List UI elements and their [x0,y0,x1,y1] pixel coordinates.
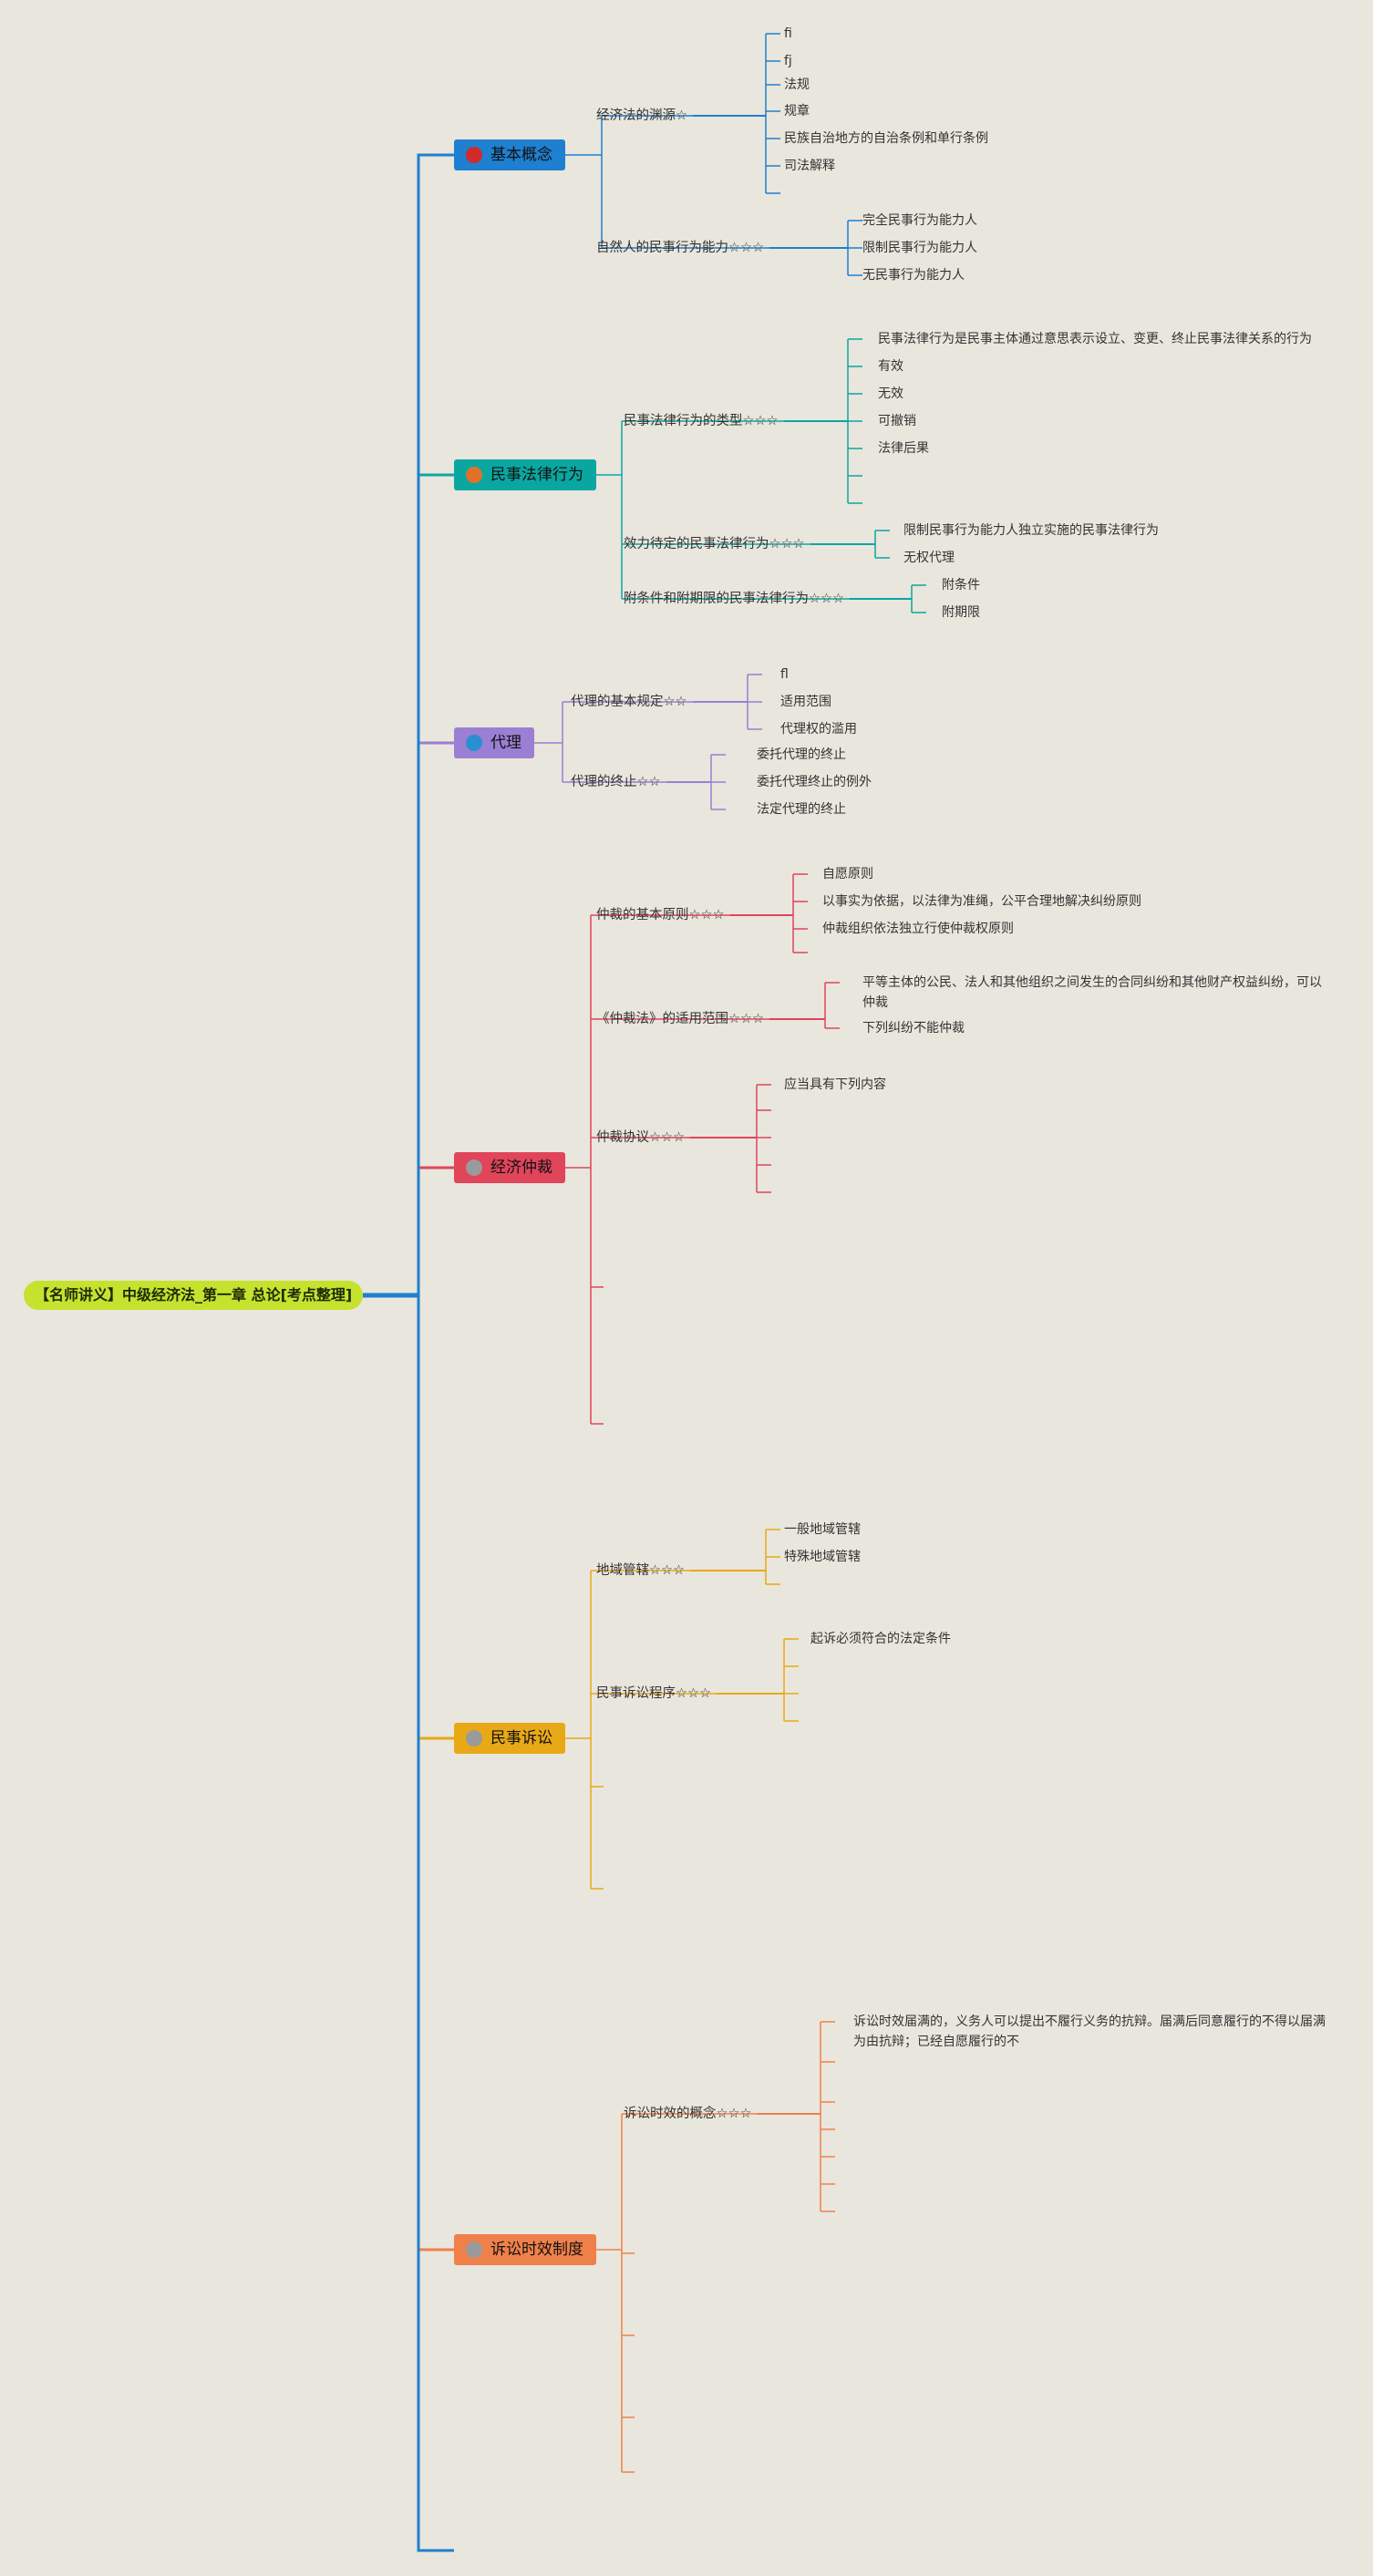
leaf-topic[interactable]: 应当具有下列内容 [784,1077,886,1092]
leaf-topic[interactable]: fi [784,26,792,41]
leaf-topic[interactable]: fj [784,54,792,68]
category-topic[interactable]: 民事诉讼 [454,1723,565,1754]
leaf-topic[interactable]: 无民事行为能力人 [862,268,965,283]
leaf-topic[interactable]: 特殊地域管辖 [784,1550,861,1564]
leaf-topic[interactable]: 民事法律行为是民事主体通过意思表示设立、变更、终止民事法律关系的行为 [878,332,1312,346]
category-connector [417,1295,454,1740]
leaf-topic[interactable]: 司法解释 [784,159,835,173]
leaf-topic[interactable]: 可撤销 [878,414,916,428]
subtopic[interactable]: 诉讼时效的概念☆☆☆ [624,2107,752,2121]
subtopic[interactable]: 自然人的民事行为能力☆☆☆ [596,241,764,255]
subtopic[interactable]: 代理的终止☆☆ [571,775,661,789]
leaf-topic[interactable]: 仲裁组织依法独立行使仲裁权原则 [822,922,1014,936]
subtopic[interactable]: 《仲裁法》的适用范围☆☆☆ [596,1012,764,1026]
subtopic[interactable]: 效力待定的民事法律行为☆☆☆ [624,537,805,551]
leaf-topic[interactable]: 附期限 [942,605,980,620]
category-label: 经济仲裁 [490,1159,552,1177]
category-connector [417,473,454,1295]
leaf-topic[interactable]: 法规 [784,77,810,92]
priority-4-icon [466,1159,482,1176]
leaf-topic[interactable]: 委托代理的终止 [757,747,846,762]
root-topic-label: 【名师讲义】中级经济法_第一章 总论[考点整理] [35,1286,353,1303]
leaf-topic[interactable]: 代理权的滥用 [780,722,857,737]
priority-1-icon [466,147,482,163]
leaf-topic[interactable]: 适用范围 [780,695,831,709]
subtopic[interactable]: 代理的基本规定☆☆ [571,695,687,709]
category-label: 民事法律行为 [490,466,583,484]
leaf-topic[interactable]: 规章 [784,104,810,118]
leaf-topic[interactable]: 附条件 [942,578,980,592]
category-topic[interactable]: 民事法律行为 [454,459,596,490]
category-connector [417,741,454,1295]
leaf-topic[interactable]: 无权代理 [903,551,955,565]
category-connector [417,1295,454,2251]
subtopic[interactable]: 仲裁协议☆☆☆ [596,1130,685,1145]
subtopic[interactable]: 民事法律行为的类型☆☆☆ [624,414,779,428]
priority-2-icon [466,467,482,483]
category-topic[interactable]: 基本概念 [454,139,565,170]
leaf-topic[interactable]: 以事实为依据，以法律为准绳，公平合理地解决纠纷原则 [822,894,1141,909]
leaf-topic[interactable]: fl [780,667,789,682]
category-connector [417,153,454,1295]
category-label: 基本概念 [490,146,552,164]
leaf-topic[interactable]: 限制民事行为能力人 [862,241,977,255]
category-label: 诉讼时效制度 [490,2241,583,2259]
leaf-topic[interactable]: 法律后果 [878,441,929,456]
category-label: 代理 [490,734,521,752]
trunk-line [417,155,454,2552]
leaf-topic[interactable]: 限制民事行为能力人独立实施的民事法律行为 [903,523,1159,538]
leaf-topic[interactable]: 起诉必须符合的法定条件 [810,1632,951,1646]
leaf-topic[interactable]: 下列纠纷不能仲裁 [862,1021,965,1036]
leaf-topic[interactable]: 民族自治地方的自治条例和单行条例 [784,131,988,146]
leaf-topic[interactable]: 平等主体的公民、法人和其他组织之间发生的合同纠纷和其他财产权益纠纷，可以仲裁 [862,975,1322,1010]
priority-6-icon [466,2241,482,2258]
leaf-topic[interactable]: 有效 [878,359,903,374]
category-topic[interactable]: 代理 [454,727,534,758]
subtopic[interactable]: 经济法的渊源☆ [596,108,687,123]
leaf-topic[interactable]: 委托代理终止的例外 [757,775,872,789]
priority-3-icon [466,735,482,751]
leaf-topic[interactable]: 一般地域管辖 [784,1522,861,1537]
subtopic[interactable]: 仲裁的基本原则☆☆☆ [596,908,725,922]
category-topic[interactable]: 经济仲裁 [454,1152,565,1183]
leaf-topic[interactable]: 法定代理的终止 [757,802,846,817]
leaf-topic[interactable]: 无效 [878,386,903,401]
root-topic[interactable]: 【名师讲义】中级经济法_第一章 总论[考点整理] [24,1281,364,1310]
subtopic[interactable]: 民事诉讼程序☆☆☆ [596,1686,711,1701]
leaf-topic[interactable]: 完全民事行为能力人 [862,213,977,228]
subtopic[interactable]: 附条件和附期限的民事法律行为☆☆☆ [624,592,844,606]
subtopic[interactable]: 地域管辖☆☆☆ [596,1563,685,1578]
priority-5-icon [466,1730,482,1747]
leaf-topic[interactable]: 诉讼时效届满的，义务人可以提出不履行义务的抗辩。届满后同意履行的不得以届满为由抗… [853,2014,1326,2049]
category-connector [417,1166,454,1295]
category-label: 民事诉讼 [490,1729,552,1747]
category-topic[interactable]: 诉讼时效制度 [454,2234,596,2265]
leaf-topic[interactable]: 自愿原则 [822,867,873,881]
